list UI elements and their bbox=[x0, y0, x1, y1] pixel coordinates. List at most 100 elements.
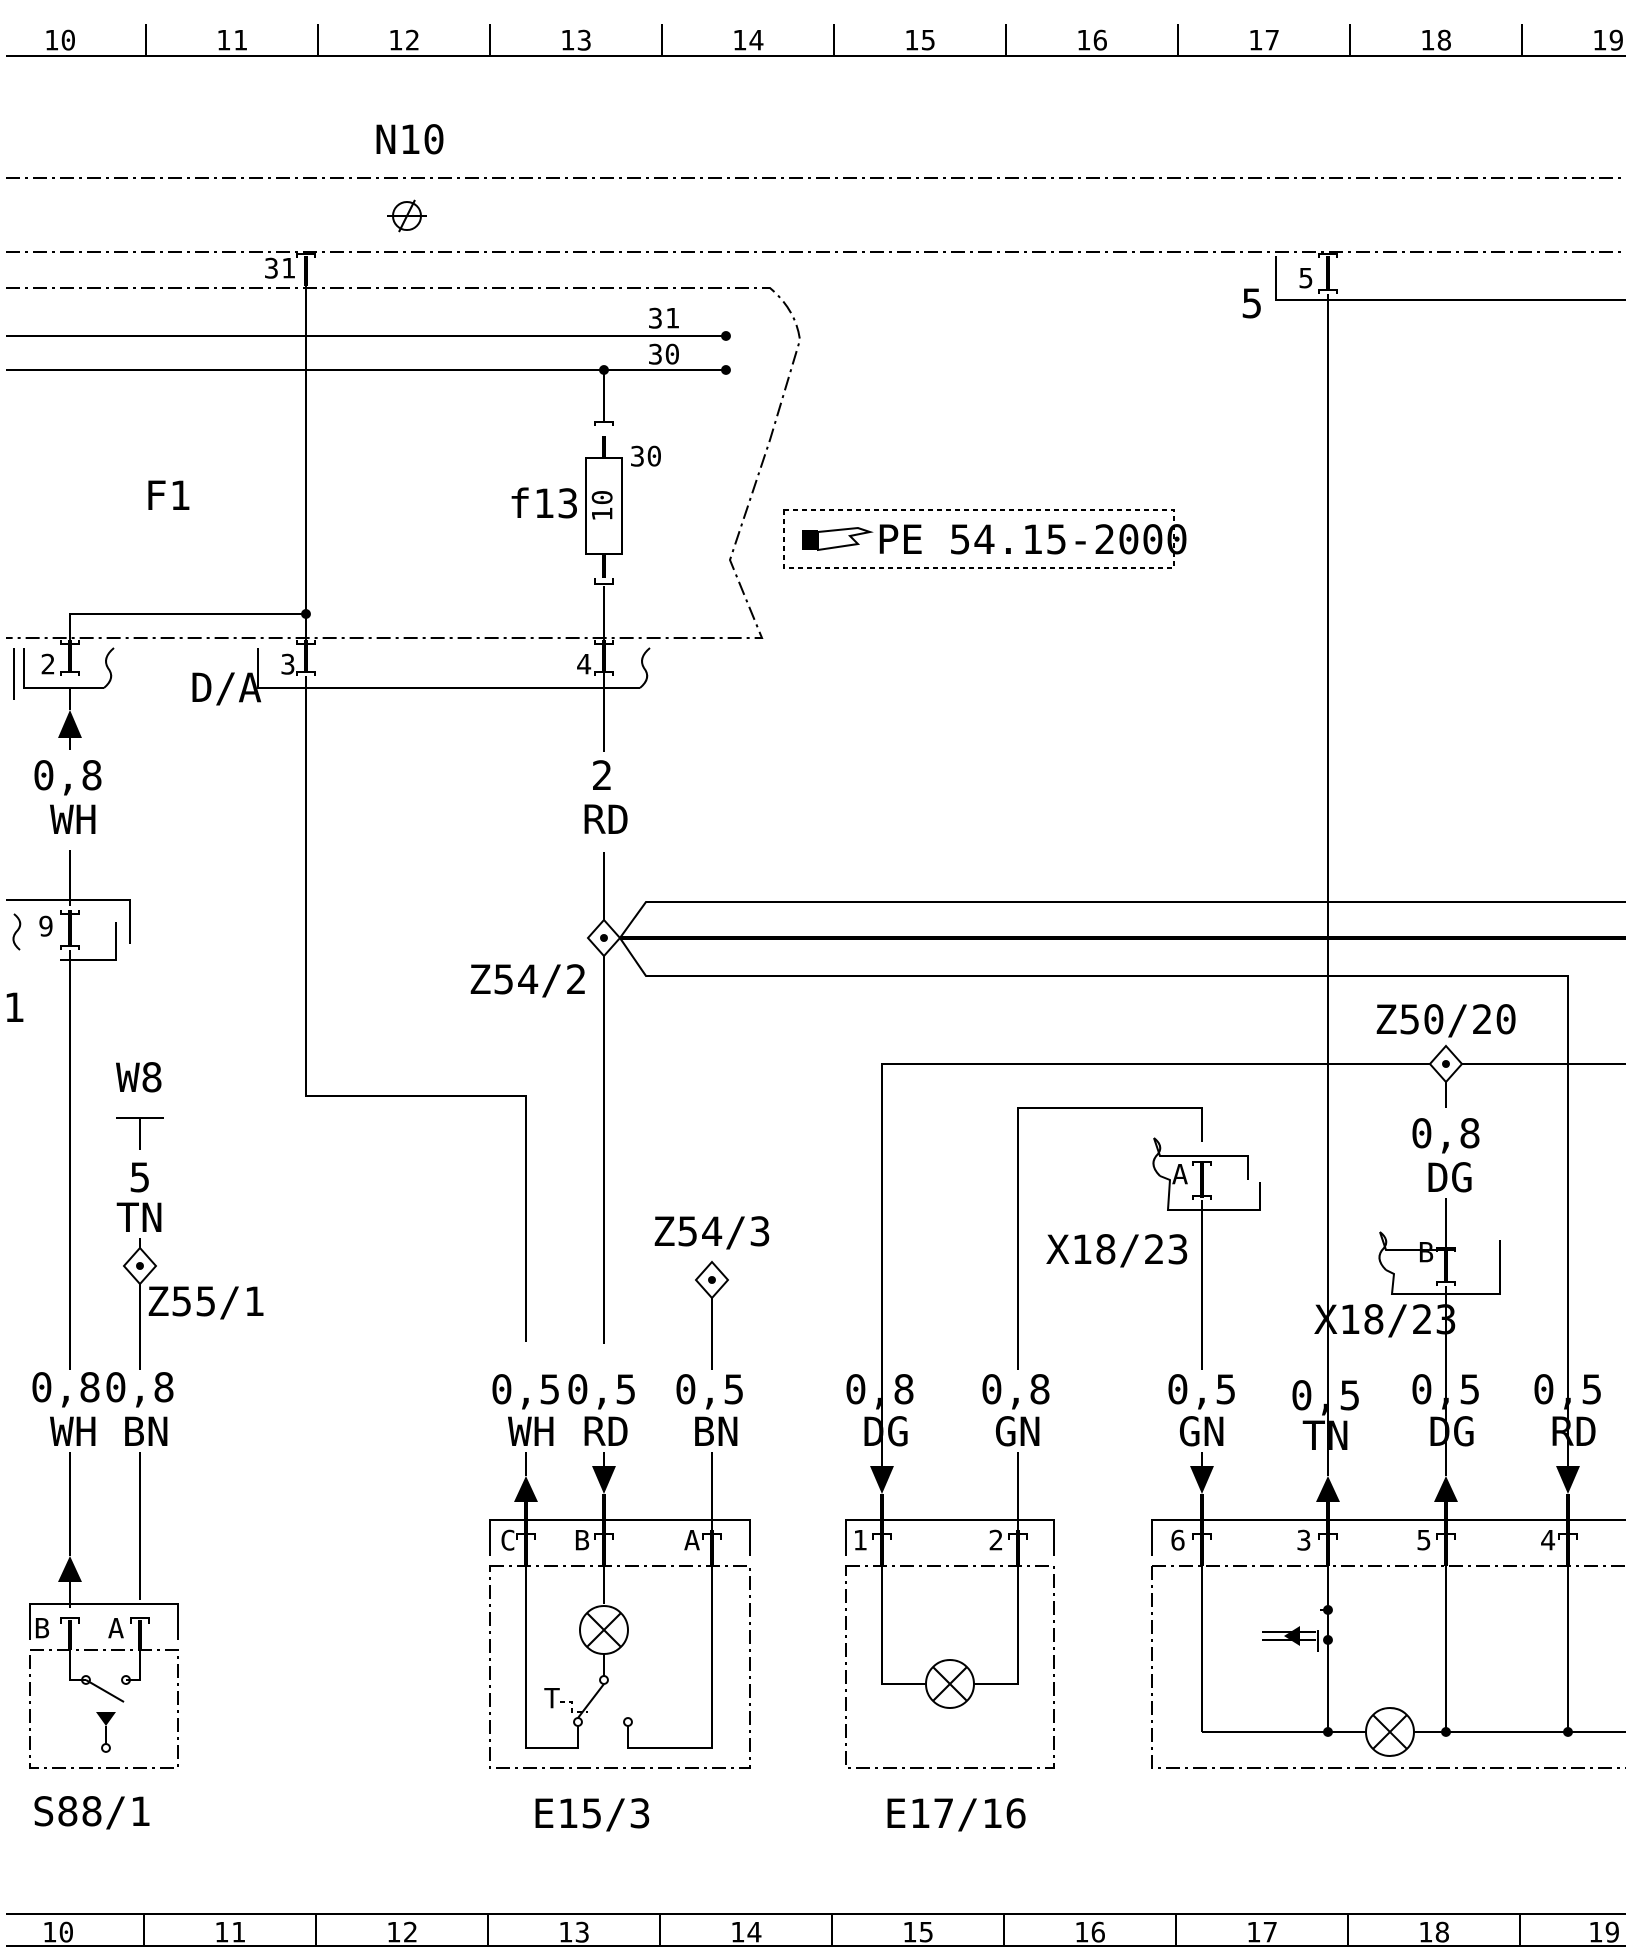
wire-label-color: TN bbox=[116, 1196, 164, 1242]
arrow-down-icon bbox=[1190, 1466, 1214, 1494]
wire-label-size: 0,5 bbox=[566, 1368, 638, 1414]
grid-ruler-top: 10 11 12 13 14 15 16 17 18 19 bbox=[6, 24, 1626, 57]
pin-2-label: 2 bbox=[40, 648, 57, 681]
f1-label: F1 bbox=[144, 474, 192, 520]
pin-3-label: 3 bbox=[1296, 1524, 1313, 1557]
wire-label-color: TN bbox=[1302, 1414, 1350, 1460]
pin-4-label: 4 bbox=[576, 648, 593, 681]
component-e17-16-label: E17/16 bbox=[884, 1792, 1029, 1838]
wire-label-color: DG bbox=[1428, 1410, 1476, 1456]
wire-label-color: RD bbox=[582, 1410, 630, 1456]
reference-text: PE 54.15-2000 bbox=[876, 518, 1189, 564]
grid-label-bottom: 10 bbox=[41, 1916, 75, 1949]
fuse-f13-label: f13 bbox=[508, 482, 580, 528]
pin-b-label: B bbox=[34, 1612, 51, 1645]
fuse-rating: 10 bbox=[586, 489, 619, 523]
wire-labels-bottom: 0,8 WH 0,8 BN 0,5 WH 0,5 RD 0,5 BN 0,8 D… bbox=[30, 1366, 1604, 1460]
pin-9-connector-strip: 9 1 bbox=[2, 899, 131, 1032]
left-partial-label: 1 bbox=[2, 986, 26, 1032]
grid-label-top: 13 bbox=[559, 24, 593, 57]
pointing-hand-icon bbox=[802, 526, 874, 552]
component-s88-1-label: S88/1 bbox=[32, 1790, 152, 1836]
pin-b-label: B bbox=[574, 1524, 591, 1557]
pin-3-label: 3 bbox=[280, 648, 297, 681]
splice-z50-20-label: Z50/20 bbox=[1374, 998, 1519, 1044]
grid-label-bottom: 19 bbox=[1587, 1916, 1621, 1949]
arrow-up-icon bbox=[514, 1476, 538, 1502]
component-right: 6 3 5 4 bbox=[1151, 1494, 1626, 1769]
pin-5-label: 5 bbox=[1416, 1524, 1433, 1557]
splice-z55-1-label: Z55/1 bbox=[146, 1280, 266, 1326]
lamp-icon bbox=[1365, 1707, 1415, 1757]
wire-label-color: BN bbox=[122, 1410, 170, 1456]
splice-z54-3-label: Z54/3 bbox=[652, 1210, 772, 1256]
grid-label-top: 18 bbox=[1419, 24, 1453, 57]
wire-label-color: BN bbox=[692, 1410, 740, 1456]
pin-2-connector-strip: 2 bbox=[13, 640, 115, 700]
pin-a-label: A bbox=[1172, 1158, 1189, 1191]
busbar-31-end bbox=[721, 331, 731, 341]
wire-label-color: GN bbox=[994, 1410, 1042, 1456]
wire-label-size: 0,8 bbox=[104, 1366, 176, 1412]
wire-label-size: 0,8 bbox=[980, 1368, 1052, 1414]
pin-5-label: 5 bbox=[1298, 262, 1315, 295]
splice-z55-1 bbox=[122, 1246, 158, 1286]
arrow-up-icon bbox=[58, 1556, 82, 1582]
wire-label-size: 0,8 bbox=[30, 1366, 102, 1412]
wire-label-size: 0,8 bbox=[844, 1368, 916, 1414]
thermal-switch-label: T bbox=[544, 1682, 561, 1715]
n10-label: N10 bbox=[374, 118, 446, 164]
component-e15-3: C B A T bbox=[489, 1494, 751, 1769]
arrow-down-icon bbox=[1556, 1466, 1580, 1494]
splice-z54-3 bbox=[694, 1260, 730, 1300]
grid-label-top: 10 bbox=[43, 24, 77, 57]
wire-label-size: 0,8 bbox=[1410, 1112, 1482, 1158]
grid-label-bottom: 12 bbox=[385, 1916, 419, 1949]
pin-5-connector: 5 5 bbox=[1240, 253, 1626, 328]
wire-gn-route bbox=[1017, 1107, 1203, 1370]
grid-label-bottom: 13 bbox=[557, 1916, 591, 1949]
wire-label-size: 5 bbox=[128, 1156, 152, 1202]
grid-label-top: 15 bbox=[903, 24, 937, 57]
grid-label-top: 19 bbox=[1591, 24, 1625, 57]
wire-label-color: RD bbox=[1550, 1410, 1598, 1456]
wire-label-color: RD bbox=[582, 798, 630, 844]
f1-fusebox-outline bbox=[6, 287, 802, 639]
grid-label-top: 14 bbox=[731, 24, 765, 57]
busbar-30-end bbox=[721, 365, 731, 375]
pin-b-label: B bbox=[1418, 1236, 1435, 1269]
pin-a-label: A bbox=[684, 1524, 701, 1557]
reference-box: PE 54.15-2000 bbox=[783, 509, 1189, 569]
fuse-terminal-30: 30 bbox=[629, 440, 663, 473]
wire-label-size: 0,5 bbox=[1410, 1368, 1482, 1414]
pin-4-label: 4 bbox=[1540, 1524, 1557, 1557]
grid-label-top: 12 bbox=[387, 24, 421, 57]
pin-a-label: A bbox=[108, 1612, 125, 1645]
busbar-31-label: 31 bbox=[647, 302, 681, 335]
arrow-up-icon bbox=[58, 710, 82, 738]
wire-label-size: 0,5 bbox=[674, 1368, 746, 1414]
pin-9-label: 9 bbox=[38, 910, 55, 943]
wire-label-color: WH bbox=[508, 1410, 556, 1456]
arrow-up-icon bbox=[1434, 1476, 1458, 1502]
grid-label-top: 17 bbox=[1247, 24, 1281, 57]
wire-label-size: 0,5 bbox=[1532, 1368, 1604, 1414]
harness-lower bbox=[619, 937, 1569, 1462]
grid-label-bottom: 11 bbox=[213, 1916, 247, 1949]
wire-label-size: 0,5 bbox=[1166, 1368, 1238, 1414]
wire-label-color: WH bbox=[50, 1410, 98, 1456]
wire-dg-bus bbox=[881, 1063, 1626, 1460]
lamp-icon bbox=[579, 1605, 629, 1655]
arrow-down-icon bbox=[592, 1466, 616, 1494]
component-s88-1: B A bbox=[29, 1582, 179, 1769]
wire-31-to-pin2 bbox=[69, 613, 306, 640]
pin-2-label: 2 bbox=[988, 1524, 1005, 1557]
fuse-f13: 10 bbox=[585, 370, 623, 640]
wire-label-color: DG bbox=[862, 1410, 910, 1456]
left-5-label: 5 bbox=[1240, 282, 1264, 328]
grid-label-bottom: 16 bbox=[1073, 1916, 1107, 1949]
pin-c-label: C bbox=[500, 1524, 517, 1557]
pushbutton-icon bbox=[1262, 1626, 1316, 1646]
pin-31-label: 31 bbox=[263, 252, 297, 285]
arrows bbox=[58, 1466, 1580, 1582]
